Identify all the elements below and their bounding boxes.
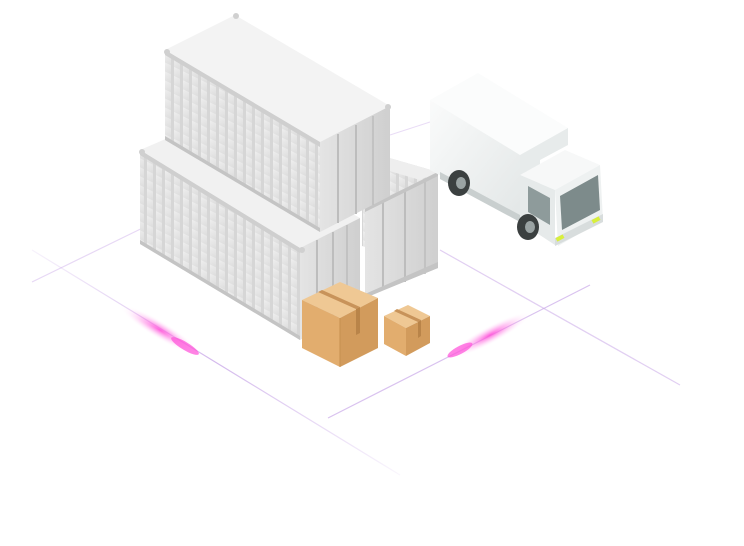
- delivery-truck: [430, 73, 603, 246]
- cardboard-box-large: [302, 282, 378, 367]
- floor-glows: [120, 305, 531, 359]
- container-top: [164, 13, 391, 232]
- cardboard-box-small: [384, 305, 430, 356]
